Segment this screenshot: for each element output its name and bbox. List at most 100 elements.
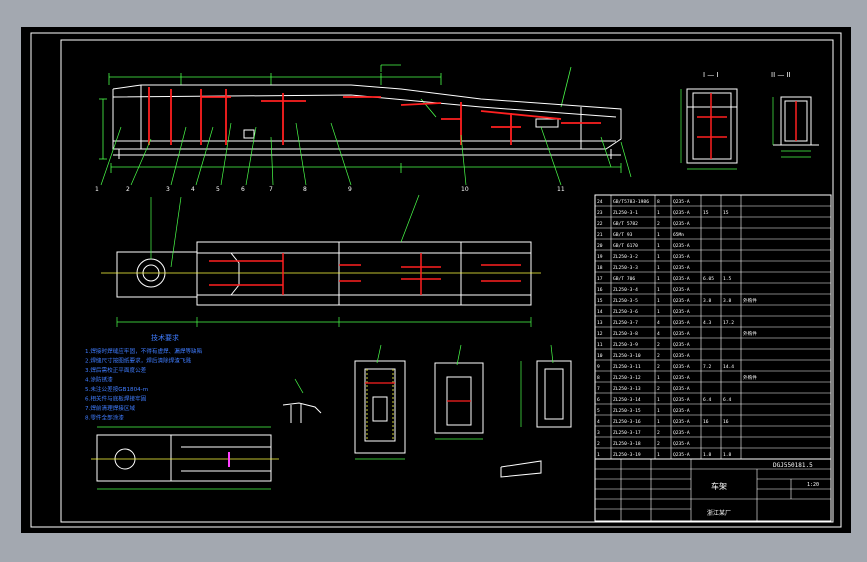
bom-cell: 6.4 xyxy=(723,397,732,403)
bom-cell: 2 xyxy=(657,221,660,227)
bom-cell: 1 xyxy=(657,265,660,271)
bom-cell: 6.05 xyxy=(703,276,714,282)
bom-cell: Q235-A xyxy=(673,364,690,370)
bom-cell: Q235-A xyxy=(673,375,690,381)
bom-cell: 6.4 xyxy=(703,397,712,403)
bom-cell: 17 xyxy=(597,276,603,282)
tech-note-line: 4.涂防锈漆 xyxy=(85,376,113,384)
tech-note-line: 2.焊缝尺寸按图纸要求，焊后清除焊渣飞溅 xyxy=(85,357,191,365)
bom-cell: 1 xyxy=(657,210,660,216)
bom-cell: GB/T 93 xyxy=(613,232,633,238)
bom-cell: Q235-A xyxy=(673,320,690,326)
bom-cell: ZL250-3-1 xyxy=(613,210,638,216)
bom-cell: 2 xyxy=(597,441,600,447)
bom-cell: Q235-A xyxy=(673,408,690,414)
bom-cell: ZL250-3-11 xyxy=(613,364,641,370)
svg-text:5: 5 xyxy=(216,186,220,193)
bom-cell: ZL250-3-17 xyxy=(613,430,641,436)
bom-cell: 16 xyxy=(723,419,729,425)
bom-cell: GB/T 5782 xyxy=(613,221,638,227)
bom-cell: 1 xyxy=(597,452,600,458)
tech-note-line: 1.焊接时焊缝应牢固，不得有虚焊、漏焊等缺陷 xyxy=(85,347,203,355)
bom-cell: ZL250-3-7 xyxy=(613,320,638,326)
svg-text:9: 9 xyxy=(348,186,352,193)
middle-section-views xyxy=(354,344,572,478)
bom-cell: 19 xyxy=(597,254,603,260)
bom-cell: Q235-A xyxy=(673,298,690,304)
bom-cell: ZL250-3-13 xyxy=(613,386,641,392)
bom-cell: 外购件 xyxy=(743,374,757,381)
bom-cell: ZL250-3-5 xyxy=(613,298,638,304)
bom-cell: ZL250-3-16 xyxy=(613,419,641,425)
bom-cell: 10 xyxy=(597,353,603,359)
svg-text:10: 10 xyxy=(461,186,469,193)
bom-cell: 13 xyxy=(597,320,603,326)
tech-note-line: 8.零件全部涂漆 xyxy=(85,414,124,422)
bom-cell: 24 xyxy=(597,199,603,205)
bom-cell: Q235-A xyxy=(673,441,690,447)
bom-cell: Q235-A xyxy=(673,331,690,337)
bom-cell: GB/T5783-1986 xyxy=(613,199,649,205)
bom-cell: 6 xyxy=(597,397,600,403)
bom-cell: 1 xyxy=(657,452,660,458)
tech-note-line: 6.相关件与底板焊接牢固 xyxy=(85,395,147,403)
bom-cell: Q235-A xyxy=(673,254,690,260)
svg-text:4: 4 xyxy=(191,186,195,193)
bom-cell: ZL250-3-14 xyxy=(613,397,641,403)
tech-note-line: 7.焊前清理焊接区域 xyxy=(85,404,135,412)
section-label-ii: II — II xyxy=(771,71,791,79)
bom-cell: 2 xyxy=(657,353,660,359)
bom-cell: 1.8 xyxy=(723,452,732,458)
tech-notes-heading: 技术要求 xyxy=(151,333,179,342)
bom-cell: 5 xyxy=(597,408,600,414)
svg-text:7: 7 xyxy=(269,186,273,193)
bom-cell: Q235-A xyxy=(673,199,690,205)
bom-cell: GB/T 6170 xyxy=(613,243,638,249)
bom-cell: 20 xyxy=(597,243,603,249)
bom-cell: 1 xyxy=(657,309,660,315)
bom-cell: 4 xyxy=(657,320,660,326)
bom-cell: 15 xyxy=(703,210,709,216)
owner-name: 浙江某厂 xyxy=(707,509,731,517)
bom-cell: 1 xyxy=(657,243,660,249)
bom-cell: 1.8 xyxy=(703,452,712,458)
bom-cell: 2 xyxy=(657,386,660,392)
svg-text:11: 11 xyxy=(557,186,565,193)
bom-cell: 8 xyxy=(597,375,600,381)
bom-cell: 22 xyxy=(597,221,603,227)
bom-cell: Q235-A xyxy=(673,430,690,436)
bom-cell: Q235-A xyxy=(673,397,690,403)
bom-cell: 15 xyxy=(597,298,603,304)
bom-cell: 1 xyxy=(657,375,660,381)
title-block: DGJ550181.5 车架 1:20 浙江某厂 xyxy=(594,458,832,522)
bom-cell: ZL250-3-3 xyxy=(613,265,638,271)
bom-cell: ZL250-3-19 xyxy=(613,452,641,458)
bom-cell: 2 xyxy=(657,430,660,436)
bom-cell: Q235-A xyxy=(673,210,690,216)
cad-viewport[interactable]: 1 2 3 4 5 6 7 8 9 10 11 I — I xyxy=(21,27,851,533)
bom-cell: 1.5 xyxy=(723,276,732,282)
tech-note-line: 5.未注公差按GB1804-m xyxy=(85,385,148,393)
svg-text:8: 8 xyxy=(303,186,307,193)
bom-cell: 外购件 xyxy=(743,297,757,304)
bom-cell: 外购件 xyxy=(743,330,757,337)
bom-cell: Q235-A xyxy=(673,386,690,392)
bom-cell: Q235-A xyxy=(673,265,690,271)
section-label-i: I — I xyxy=(703,71,719,79)
section-view-i: I — I xyxy=(680,71,738,170)
part-name: 车架 xyxy=(711,481,727,491)
svg-text:2: 2 xyxy=(126,186,130,193)
drawing-scale: 1:20 xyxy=(807,482,819,488)
outer-sheet-border xyxy=(30,32,842,528)
cad-drawing-canvas: 1 2 3 4 5 6 7 8 9 10 11 I — I xyxy=(30,32,842,528)
bom-cell: GB/T 706 xyxy=(613,276,635,282)
bom-cell: 4 xyxy=(597,419,600,425)
bom-cell: ZL250-3-15 xyxy=(613,408,641,414)
svg-text:6: 6 xyxy=(241,186,245,193)
tech-note-line: 3.焊后需校正平面度公差 xyxy=(85,366,147,374)
bom-cell: ZL250-3-12 xyxy=(613,375,641,381)
bom-cell: Q235-A xyxy=(673,452,690,458)
bom-cell: 16 xyxy=(703,419,709,425)
bom-cell: 14 xyxy=(597,309,603,315)
bom-cell: Q235-A xyxy=(673,276,690,282)
